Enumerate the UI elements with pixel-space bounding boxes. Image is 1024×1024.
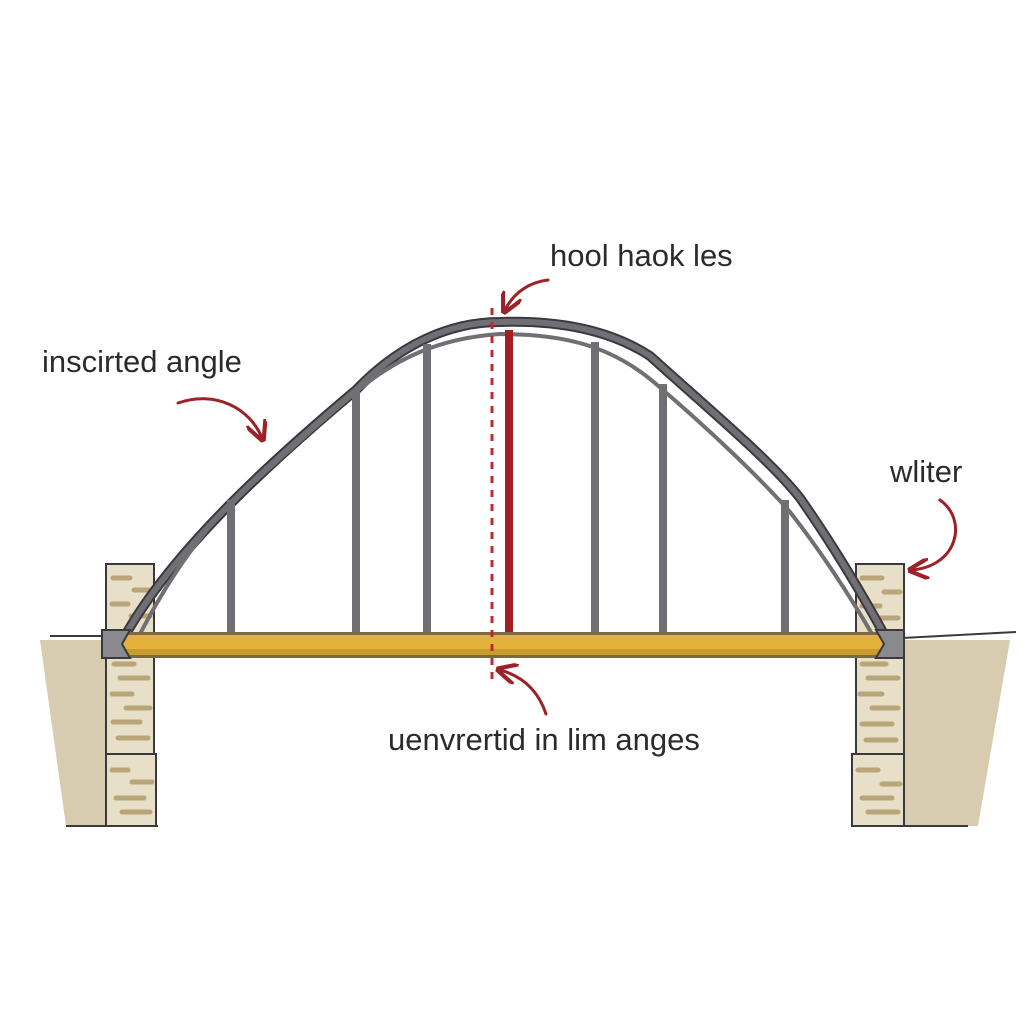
arrow-pointer-icon: [176, 397, 262, 438]
arrow-pointer-icon: [505, 278, 550, 310]
label-bottom: uenvrertid in lim anges: [388, 722, 700, 757]
arrow-pointer-icon: [912, 498, 957, 570]
label-top: hool haok les: [550, 238, 733, 273]
right-embankment: [902, 640, 1010, 826]
right-abutment: [851, 563, 905, 827]
stone-texture: [855, 575, 903, 815]
stone-texture: [109, 575, 155, 815]
label-left: inscirted angle: [42, 344, 242, 379]
ground-line-right: [901, 631, 1017, 639]
arch-vertical-members: [227, 342, 789, 634]
left-bearing: [101, 629, 132, 659]
bridge-deck: [101, 629, 905, 659]
arrow-pointer-icon: [500, 670, 548, 716]
annotation-arrows: [176, 278, 957, 716]
label-right: wliter: [889, 454, 962, 489]
ground: [40, 631, 1017, 827]
arch-truss: [121, 316, 889, 637]
left-embankment: [40, 640, 108, 826]
right-bearing: [874, 629, 905, 659]
